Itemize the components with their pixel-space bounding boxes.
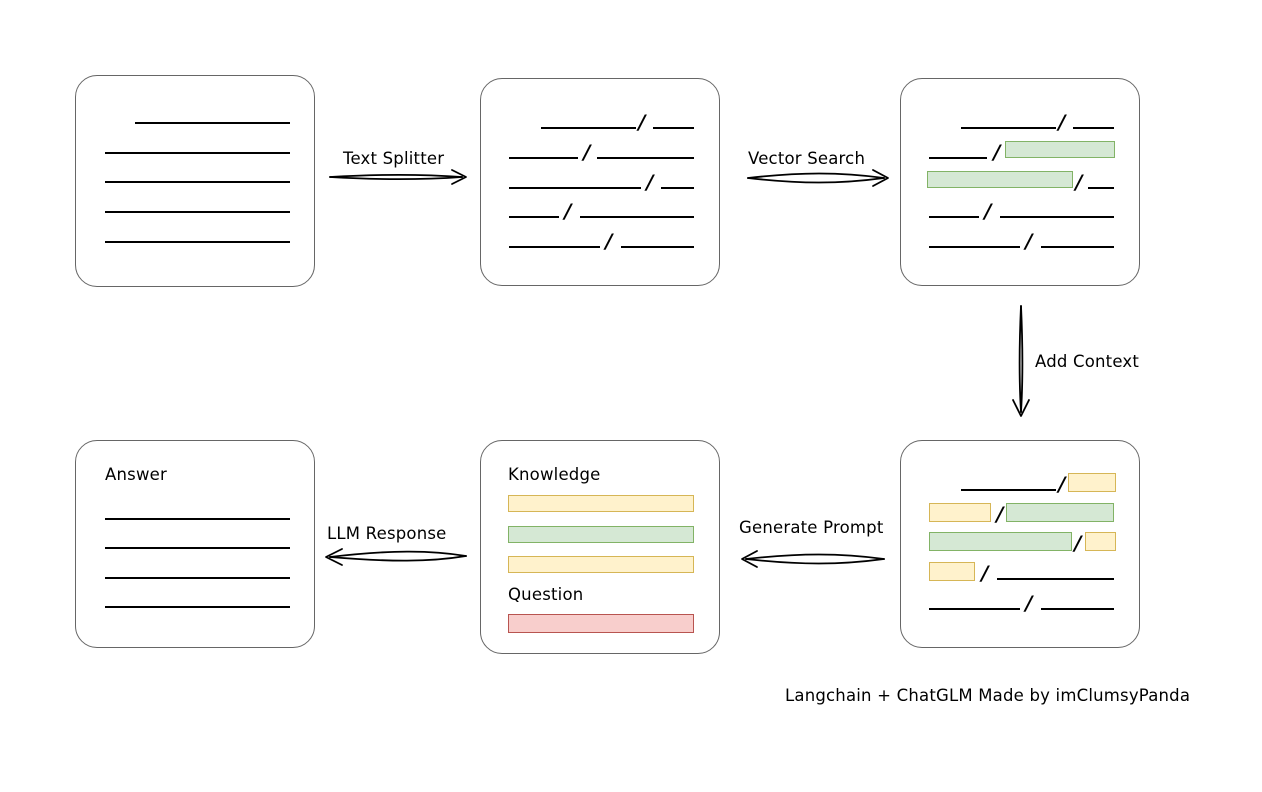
chunk-line bbox=[997, 578, 1114, 580]
answer-heading: Answer bbox=[105, 465, 167, 484]
chunk-separator: / bbox=[564, 199, 572, 224]
chunk-separator: / bbox=[1025, 229, 1033, 254]
retrieved-chunk-highlight bbox=[1006, 503, 1114, 522]
context-chunk-highlight bbox=[1085, 532, 1116, 551]
chunk-line bbox=[1041, 608, 1114, 610]
chunk-separator: / bbox=[638, 110, 646, 135]
chunk-line bbox=[509, 187, 641, 189]
answer-line bbox=[105, 547, 290, 549]
chunk-separator: / bbox=[1025, 591, 1033, 616]
chunk-line bbox=[661, 187, 694, 189]
footnote-credit: Langchain + ChatGLM Made by imClumsyPand… bbox=[785, 686, 1191, 705]
chunk-line bbox=[541, 127, 636, 129]
chunk-line bbox=[597, 157, 694, 159]
edge-label-generate-prompt: Generate Prompt bbox=[739, 518, 884, 537]
chunk-separator: / bbox=[1075, 170, 1083, 195]
chunk-line bbox=[1073, 127, 1114, 129]
arrow-add-context bbox=[1012, 305, 1030, 417]
answer-line bbox=[105, 518, 290, 520]
chunk-line bbox=[961, 489, 1056, 491]
retrieved-chunk-highlight bbox=[1005, 141, 1115, 158]
context-chunk-highlight bbox=[1068, 473, 1116, 492]
node-split-chunks[interactable] bbox=[480, 78, 720, 286]
retrieved-chunk-highlight bbox=[927, 171, 1073, 188]
chunk-line bbox=[1088, 187, 1114, 189]
edge-label-text-splitter: Text Splitter bbox=[343, 149, 445, 168]
knowledge-chip bbox=[508, 495, 694, 512]
doc-line bbox=[105, 181, 290, 183]
chunk-line bbox=[929, 157, 987, 159]
arrow-llm-response bbox=[325, 548, 467, 566]
chunk-line bbox=[509, 157, 578, 159]
knowledge-chip bbox=[508, 556, 694, 573]
doc-line bbox=[135, 122, 290, 124]
answer-line bbox=[105, 577, 290, 579]
question-chip bbox=[508, 614, 694, 633]
answer-line bbox=[105, 606, 290, 608]
context-chunk-highlight bbox=[929, 503, 991, 522]
chunk-line bbox=[653, 127, 694, 129]
chunk-separator: / bbox=[583, 140, 591, 165]
chunk-line bbox=[929, 246, 1020, 248]
chunk-line bbox=[580, 216, 694, 218]
chunk-line bbox=[509, 246, 600, 248]
chunk-line bbox=[621, 246, 694, 248]
doc-line bbox=[105, 211, 290, 213]
chunk-line bbox=[961, 127, 1056, 129]
knowledge-chip bbox=[508, 526, 694, 543]
doc-line bbox=[105, 241, 290, 243]
arrow-vector-search bbox=[747, 169, 889, 187]
chunk-separator: / bbox=[605, 229, 613, 254]
chunk-separator: / bbox=[1058, 110, 1066, 135]
arrow-text-splitter bbox=[329, 169, 467, 185]
chunk-separator: / bbox=[984, 199, 992, 224]
chunk-separator: / bbox=[646, 170, 654, 195]
question-heading: Question bbox=[508, 585, 584, 604]
chunk-line bbox=[1041, 246, 1114, 248]
chunk-line bbox=[929, 216, 979, 218]
chunk-line bbox=[1000, 216, 1114, 218]
chunk-line bbox=[929, 608, 1020, 610]
edge-label-add-context: Add Context bbox=[1035, 352, 1140, 371]
chunk-separator: / bbox=[1058, 472, 1066, 497]
edge-label-llm-response: LLM Response bbox=[327, 524, 447, 543]
chunk-separator: / bbox=[981, 561, 989, 586]
knowledge-heading: Knowledge bbox=[508, 465, 601, 484]
arrow-generate-prompt bbox=[741, 550, 885, 568]
chunk-line bbox=[509, 216, 559, 218]
chunk-separator: / bbox=[996, 502, 1004, 527]
edge-label-vector-search: Vector Search bbox=[748, 149, 866, 168]
doc-line bbox=[105, 152, 290, 154]
retrieved-chunk-highlight bbox=[929, 532, 1072, 551]
chunk-separator: / bbox=[993, 140, 1001, 165]
node-answer[interactable] bbox=[75, 440, 315, 648]
chunk-separator: / bbox=[1074, 531, 1082, 556]
context-chunk-highlight bbox=[929, 562, 975, 581]
